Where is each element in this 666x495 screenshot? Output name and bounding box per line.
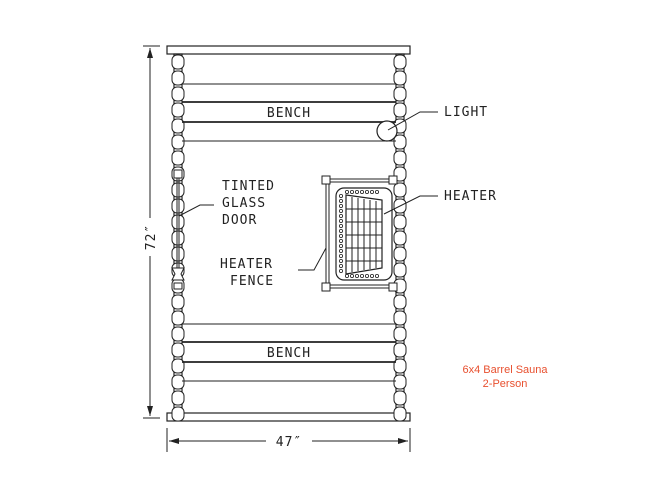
- diagram-subtitle: 2-Person: [483, 378, 528, 390]
- light-leader: [387, 111, 438, 131]
- heater-label: HEATER: [444, 189, 497, 204]
- height-dimension: 72″: [144, 224, 159, 250]
- heater-fence: [321, 175, 398, 292]
- door-label-line1: TINTED: [222, 179, 275, 194]
- door-label-line2: GLASS: [222, 196, 266, 211]
- bench-top-label: BENCH: [267, 106, 311, 121]
- light-fixture: [376, 120, 398, 142]
- fence-leader: [298, 247, 327, 271]
- heater: [335, 187, 393, 281]
- bottom-end-board: [166, 412, 411, 422]
- fence-label-line2: FENCE: [230, 274, 274, 289]
- door-label-line3: DOOR: [222, 213, 257, 228]
- top-end-board: [166, 45, 411, 55]
- light-label: LIGHT: [444, 105, 488, 120]
- fence-label-line1: HEATER: [220, 257, 273, 272]
- door-leader: [178, 204, 214, 217]
- width-dimension: 47″: [276, 435, 302, 450]
- door-handle: [171, 267, 185, 281]
- heater-leader: [383, 195, 438, 215]
- diagram-title: 6x4 Barrel Sauna: [463, 364, 549, 376]
- bench-bottom-label: BENCH: [267, 346, 311, 361]
